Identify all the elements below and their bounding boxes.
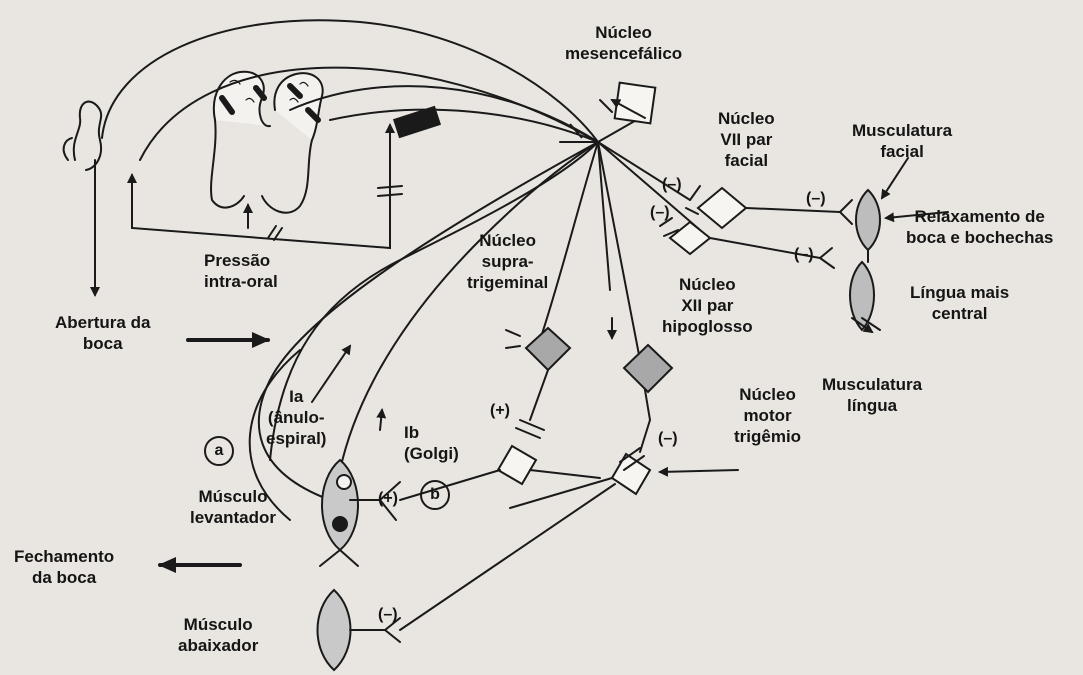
label-fechamento-da-boca: Fechamento da boca bbox=[14, 547, 115, 587]
pressure-feedback-line bbox=[131, 149, 391, 250]
marker-b: b bbox=[420, 480, 450, 510]
label-pressao-intra-oral: Pressão intra-oral bbox=[204, 251, 278, 291]
label-musculatura-lingua: Musculatura língua bbox=[822, 375, 923, 415]
label-nucleo-motor-trigemio: Núcleo motor trigêmio bbox=[734, 385, 802, 446]
mouth-structure-drawing bbox=[62, 70, 324, 214]
efferent-tree bbox=[597, 117, 641, 143]
sign-motor: (–) bbox=[658, 430, 678, 447]
label-nucleo-xii-hipoglosso: Núcleo XII par hipoglosso bbox=[662, 275, 753, 336]
label-musculo-abaixador: Músculo abaixador bbox=[178, 615, 259, 655]
sign-supra: (+) bbox=[490, 402, 510, 419]
afferent-fiber bbox=[101, 19, 599, 143]
label-lingua-central: Língua mais central bbox=[910, 283, 1010, 323]
label-musculatura-facial: Musculatura facial bbox=[852, 121, 953, 161]
sign-lingua: (–) bbox=[794, 246, 814, 263]
label-nucleo-supratrigeminal: Núcleo supra- trigeminal bbox=[467, 231, 549, 292]
label-relaxamento: Relaxamento de boca e bochechas bbox=[906, 207, 1054, 247]
marker-a: a bbox=[204, 436, 234, 466]
label-musculo-levantador: Músculo levantador bbox=[190, 487, 276, 527]
sign-vii-b: (–) bbox=[650, 204, 670, 221]
label-ib-golgi: Ib (Golgi) bbox=[404, 423, 459, 463]
sign-abaixador: (–) bbox=[378, 606, 398, 623]
sign-facial: (–) bbox=[806, 190, 826, 207]
label-abertura-da-boca: Abertura da boca bbox=[55, 313, 151, 353]
label-nucleo-mesencefalico: Núcleo mesencefálico bbox=[565, 23, 683, 63]
sign-levantador: (+) bbox=[378, 490, 398, 507]
sign-vii-a: (–) bbox=[662, 176, 682, 193]
label-ia-anulo-espiral: Ia (ânulo- espiral) bbox=[266, 387, 327, 448]
label-nucleo-vii-facial: Núcleo VII par facial bbox=[718, 109, 775, 170]
